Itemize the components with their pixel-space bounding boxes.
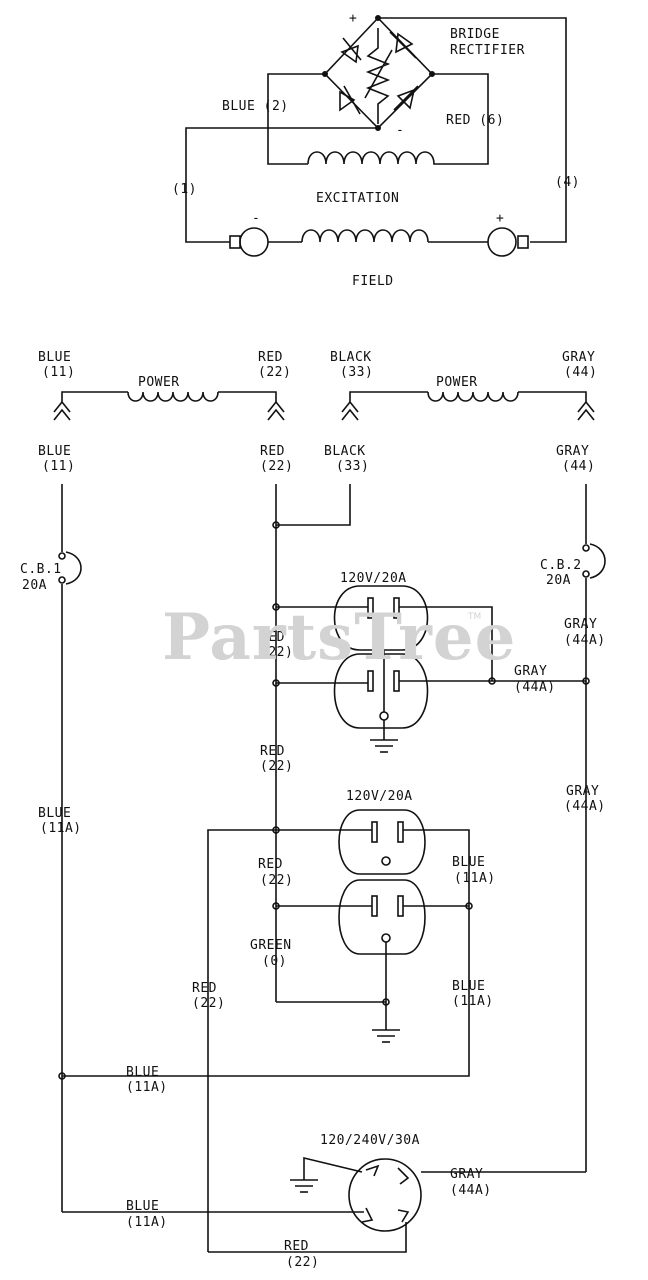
connector-blue-11 bbox=[53, 400, 71, 421]
label-power-left: POWER bbox=[138, 375, 180, 390]
label-green-0: GREEN bbox=[250, 938, 292, 953]
diode-lower-left bbox=[339, 85, 361, 115]
excitation-coil bbox=[307, 151, 450, 165]
field-plus-sign: + bbox=[496, 211, 504, 226]
label-blue-11a-bus-num: (11A) bbox=[126, 1080, 168, 1095]
label-red-22-top: RED bbox=[258, 350, 283, 365]
label-red-22-mid: RED bbox=[260, 744, 285, 759]
field-minus-sign: - bbox=[252, 211, 260, 226]
label-red-22-top-num: (22) bbox=[258, 365, 291, 380]
connector-gray-44 bbox=[577, 400, 595, 421]
label-red-22-mid-num: (22) bbox=[260, 759, 293, 774]
label-rating-r2: 120V/20A bbox=[346, 789, 413, 804]
label-red-22-r3: RED bbox=[284, 1239, 309, 1254]
label-blue-11a-r2-lower: BLUE bbox=[452, 979, 485, 994]
bridge-minus-sign: - bbox=[396, 123, 404, 138]
label-red-22-r2-num: (22) bbox=[260, 873, 293, 888]
label-wire-4: (4) bbox=[555, 175, 580, 190]
label-gray-44-top-num: (44) bbox=[564, 365, 597, 380]
label-gray-44-top: GRAY bbox=[562, 350, 595, 365]
label-black-33-bottom: BLACK bbox=[324, 444, 366, 459]
bridge-title-line1: BRIDGE bbox=[450, 27, 500, 42]
label-cb2: C.B.2 bbox=[540, 558, 582, 573]
label-power-right: POWER bbox=[436, 375, 478, 390]
label-blue-11a-r2: BLUE bbox=[452, 855, 485, 870]
label-blue-11a-r3: BLUE bbox=[126, 1199, 159, 1214]
receptacle-120v-20a-2 bbox=[338, 809, 426, 1030]
label-rating-r1: 120V/20A bbox=[340, 571, 407, 586]
wire-1 bbox=[185, 127, 378, 243]
label-red-22-r2: RED bbox=[258, 857, 283, 872]
label-cb1-rating: 20A bbox=[22, 578, 47, 593]
label-blue-11-top: BLUE bbox=[38, 350, 71, 365]
label-blue-11a-r2-num: (11A) bbox=[454, 871, 496, 886]
label-blue-11-bottom: BLUE bbox=[38, 444, 71, 459]
label-blue-11-bottom-num: (11) bbox=[42, 459, 75, 474]
wire-blue-2 bbox=[267, 73, 325, 165]
field-winding bbox=[229, 227, 529, 257]
wire-red-6 bbox=[432, 73, 489, 165]
label-blue-11a-r2-lower-num: (11A) bbox=[452, 994, 494, 1009]
label-gray-44a-r3-num: (44A) bbox=[450, 1183, 492, 1198]
label-red-22-left-num: (22) bbox=[192, 996, 225, 1011]
label-blue-11a-bus: BLUE bbox=[126, 1065, 159, 1080]
power-winding-right bbox=[349, 391, 587, 402]
circuit-breaker-2 bbox=[582, 543, 606, 579]
label-red-22-r3-num: (22) bbox=[286, 1255, 319, 1270]
diode-upper-left bbox=[340, 37, 362, 64]
label-black-33-top-num: (33) bbox=[340, 365, 373, 380]
label-black-33-bottom-num: (33) bbox=[336, 459, 369, 474]
label-gray-44a-upper: GRAY bbox=[564, 617, 597, 632]
label-red-22-bottom-num: (22) bbox=[260, 459, 293, 474]
label-green-0-num: (0) bbox=[262, 954, 287, 969]
label-excitation: EXCITATION bbox=[316, 191, 399, 206]
receptacle-120-240v-30a bbox=[348, 1158, 422, 1232]
label-blue-11a-left-num: (11A) bbox=[40, 821, 82, 836]
bridge-plus-sign: + bbox=[349, 11, 357, 26]
ground-symbol-2 bbox=[372, 1029, 400, 1043]
label-rating-r3: 120/240V/30A bbox=[320, 1133, 420, 1148]
label-red-6: RED (6) bbox=[446, 113, 504, 128]
wire-black-33 bbox=[276, 484, 351, 526]
circuit-breaker-1 bbox=[58, 551, 82, 585]
label-gray-44a-upper-num: (44A) bbox=[564, 633, 606, 648]
label-blue-2: BLUE (2) bbox=[222, 99, 289, 114]
label-blue-11-top-num: (11) bbox=[42, 365, 75, 380]
watermark-trademark: TM bbox=[468, 612, 482, 622]
label-cb2-rating: 20A bbox=[546, 573, 571, 588]
label-gray-44-bottom-num: (44) bbox=[562, 459, 595, 474]
label-red-22-left: RED bbox=[192, 981, 217, 996]
label-red-22-r1-num: (22) bbox=[260, 645, 293, 660]
bridge-title-line2: RECTIFIER bbox=[450, 43, 525, 58]
wire-4 bbox=[378, 17, 567, 243]
receptacle-120v-20a-1 bbox=[333, 585, 429, 740]
power-winding-left bbox=[61, 391, 277, 402]
bridge-rectifier bbox=[322, 15, 435, 131]
label-field: FIELD bbox=[352, 274, 394, 289]
connector-black-33 bbox=[341, 400, 359, 421]
ground-symbol-3 bbox=[290, 1179, 318, 1193]
label-red-22-bottom: RED bbox=[260, 444, 285, 459]
label-red-22-r1: RED bbox=[260, 630, 285, 645]
label-blue-11a-left: BLUE bbox=[38, 806, 71, 821]
ground-symbol-1 bbox=[370, 739, 398, 753]
label-gray-44a-r3: GRAY bbox=[450, 1167, 483, 1182]
connector-red-22 bbox=[267, 400, 285, 421]
label-black-33-top: BLACK bbox=[330, 350, 372, 365]
label-gray-44a-r1-num: (44A) bbox=[514, 680, 556, 695]
diode-lower-right bbox=[393, 85, 419, 111]
diode-upper-right bbox=[389, 31, 417, 59]
label-wire-1: (1) bbox=[172, 182, 197, 197]
label-gray-44a-lower-num: (44A) bbox=[564, 799, 606, 814]
label-gray-44a-lower: GRAY bbox=[566, 784, 599, 799]
label-cb1: C.B.1 bbox=[20, 562, 62, 577]
label-gray-44-bottom: GRAY bbox=[556, 444, 589, 459]
label-blue-11a-r3-num: (11A) bbox=[126, 1215, 168, 1230]
label-gray-44a-r1: GRAY bbox=[514, 664, 547, 679]
